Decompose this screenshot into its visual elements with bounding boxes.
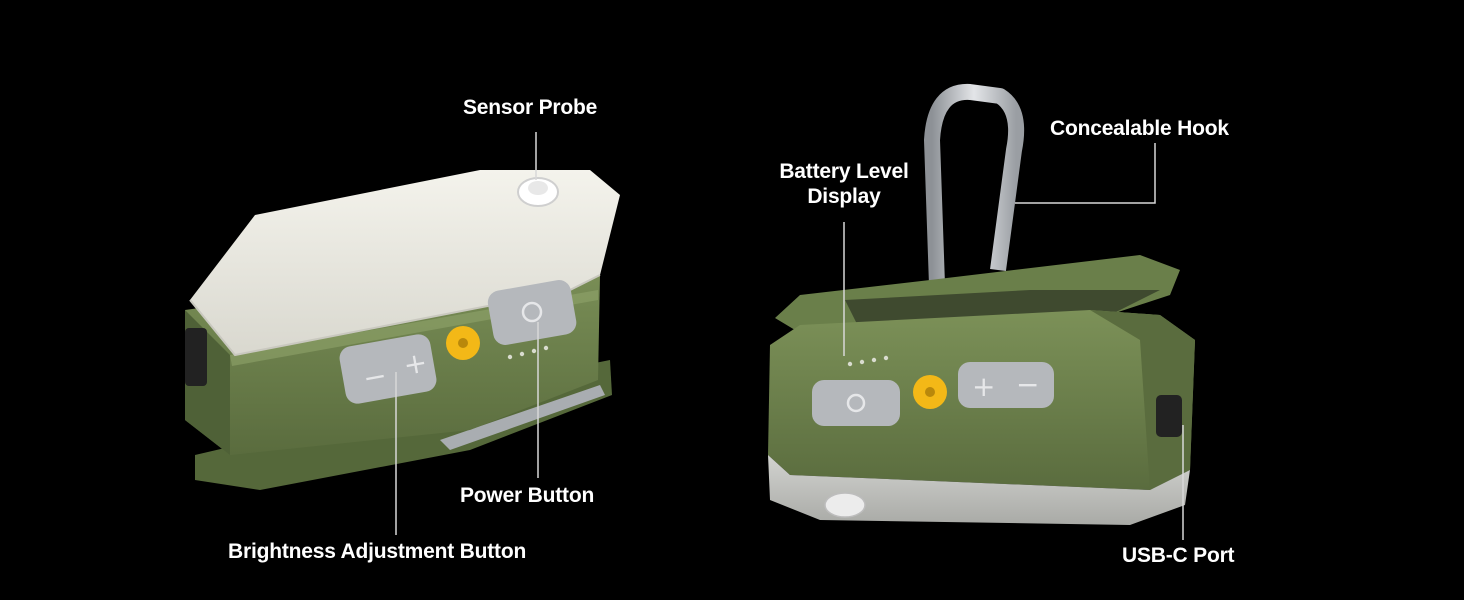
label-brightness-adjustment-button: Brightness Adjustment Button [228,540,527,563]
power-button-graphic [487,280,577,345]
left-diffuser [190,170,620,355]
right-sensor-dome [824,492,866,518]
label-battery-line1: Battery Level [779,160,909,183]
right-power-button-graphic [812,380,900,426]
label-sensor-probe: Sensor Probe [463,96,598,119]
right-brightness-button-graphic [958,362,1054,408]
right-callout-lines [843,143,1184,540]
label-usb-c-port: USB-C Port [1122,544,1235,567]
concealable-hook [924,83,1025,286]
label-battery-level-display: Battery Level Display [766,160,922,209]
label-power-button: Power Button [460,484,595,507]
right-usb-strap [1156,395,1182,437]
left-led-dots [507,345,549,360]
right-led-dots [847,355,889,367]
svg-text:+: + [972,370,995,403]
left-callout-lines [395,132,539,535]
svg-text:−: − [1016,368,1039,401]
svg-text:−: − [360,359,389,396]
left-lantern: − + [185,170,620,490]
brightness-button-graphic [339,334,437,404]
svg-text:+: + [401,345,430,382]
label-concealable-hook: Concealable Hook [1050,117,1229,140]
right-diffuser-base [768,455,1190,525]
left-strap [185,328,207,386]
label-battery-line2: Display [807,185,881,208]
right-lantern: + − [768,83,1195,525]
